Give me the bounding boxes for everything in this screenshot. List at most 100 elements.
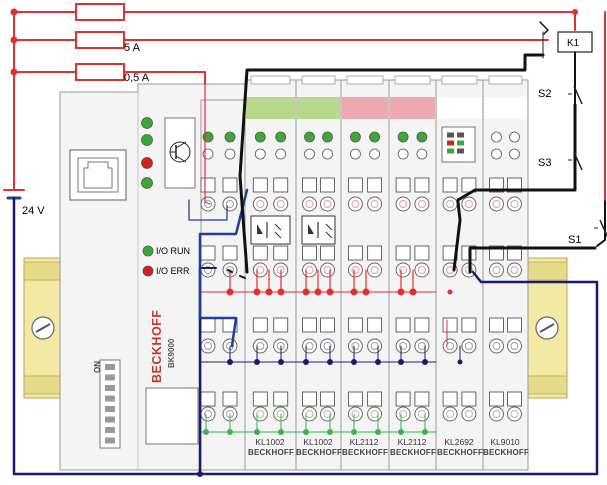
terminal-contact — [442, 196, 458, 212]
fuse-icon — [75, 63, 125, 81]
fuse-05a-label: 0,5 A — [124, 72, 150, 84]
terminal-top-clip — [488, 75, 523, 85]
coupler-label-field — [145, 387, 199, 445]
status-led — [141, 157, 153, 169]
terminal-contact — [461, 406, 477, 422]
wire-blue — [198, 188, 249, 348]
terminal-header-color — [484, 97, 527, 119]
status-led — [141, 177, 153, 189]
coupler-brand-logo: BECKHOFF — [150, 309, 164, 383]
terminal-contact — [489, 338, 504, 354]
contact-release-slot — [273, 245, 289, 261]
optocoupler-icon — [325, 223, 333, 239]
terminal-contact — [367, 262, 383, 278]
terminal-module-kl2692 — [435, 75, 484, 471]
optocoupler-icon — [274, 223, 282, 239]
terminal-contact — [256, 200, 265, 208]
power-contact-block — [164, 117, 196, 189]
status-led — [141, 134, 153, 146]
status-led — [322, 131, 333, 143]
contact-release-slot — [395, 391, 411, 407]
status-led — [416, 148, 428, 160]
status-led — [349, 148, 361, 160]
dip-switch-lever — [105, 364, 115, 370]
terminal-contact — [492, 342, 501, 350]
power-led — [224, 131, 236, 143]
contact-release-slot — [222, 177, 238, 193]
ethernet-port-icon — [83, 161, 113, 189]
wire-junction — [10, 36, 18, 44]
terminal-contact — [507, 262, 522, 278]
terminal-contact — [492, 410, 501, 418]
dip-switch-lever — [105, 374, 115, 381]
contact-release-slot — [302, 391, 317, 407]
terminal-contact — [320, 338, 335, 354]
contact-release-slot — [507, 391, 522, 407]
contact-release-slot — [347, 177, 363, 193]
relay-contact-icon — [539, 21, 549, 35]
terminal-contact — [323, 266, 332, 274]
contact-release-slot — [489, 391, 504, 407]
terminal-type-label: KL2692 — [444, 437, 474, 447]
terminal-contact — [200, 196, 216, 212]
wire-black — [239, 275, 246, 279]
contact-release-slot — [367, 245, 383, 261]
terminal-contact — [302, 406, 317, 422]
terminal-brand-label: BECKHOFF — [342, 448, 389, 457]
terminal-housing — [340, 79, 390, 471]
dip-switch-lever — [105, 427, 115, 433]
terminal-contact — [367, 338, 383, 354]
bus-junction-red — [447, 289, 453, 295]
terminal-contact — [414, 338, 430, 354]
status-led — [491, 131, 502, 143]
contact-release-slot — [252, 177, 268, 193]
status-led — [322, 148, 333, 160]
relay-k1-label: K1 — [567, 38, 580, 49]
contact-release-slot — [442, 317, 458, 333]
relay-k1-icon — [557, 31, 593, 53]
wire-junction — [572, 9, 578, 15]
terminal-header-color — [342, 97, 388, 119]
terminal-top-clip — [441, 75, 478, 85]
contact-release-slot — [395, 245, 411, 261]
terminal-contact — [414, 262, 430, 278]
dip-switch-lever — [105, 395, 115, 402]
contact-release-slot — [489, 317, 504, 333]
terminal-module-kl9010 — [482, 75, 529, 471]
terminal-contact — [351, 410, 360, 418]
terminal-type-label: KL9010 — [490, 437, 520, 447]
contact-release-slot — [461, 391, 477, 407]
status-led — [397, 148, 409, 160]
wire-black — [456, 103, 577, 202]
terminal-contact — [252, 338, 268, 354]
terminal-contact — [442, 338, 458, 354]
terminal-module-kl2112 — [340, 75, 390, 471]
wire-navy-return — [12, 196, 202, 476]
terminal-contact — [323, 200, 332, 208]
wire-black — [452, 200, 462, 272]
terminal-contact — [395, 338, 411, 354]
switch-s2-label: S2 — [538, 88, 552, 100]
optocoupler-icon — [250, 215, 291, 245]
terminal-brand-label: BECKHOFF — [483, 448, 530, 457]
status-led — [457, 132, 464, 138]
terminal-contact — [399, 266, 408, 274]
terminal-contact — [492, 266, 501, 274]
contact-release-slot — [367, 391, 383, 407]
contact-release-slot — [222, 391, 238, 407]
terminal-module-kl1002 — [244, 75, 297, 471]
terminal-top-clip — [250, 75, 291, 85]
terminal-contact — [347, 196, 363, 212]
status-led — [369, 131, 381, 143]
terminal-contact — [222, 196, 238, 212]
status-led — [447, 132, 454, 138]
terminal-type-label: KL2112 — [397, 437, 427, 447]
wire-blue — [188, 199, 228, 221]
contact-release-slot — [461, 317, 477, 333]
status-led — [141, 117, 153, 129]
contact-release-slot — [395, 177, 411, 193]
terminal-contact — [252, 406, 268, 422]
status-led — [509, 131, 520, 143]
dip-switch-lever — [105, 416, 115, 423]
